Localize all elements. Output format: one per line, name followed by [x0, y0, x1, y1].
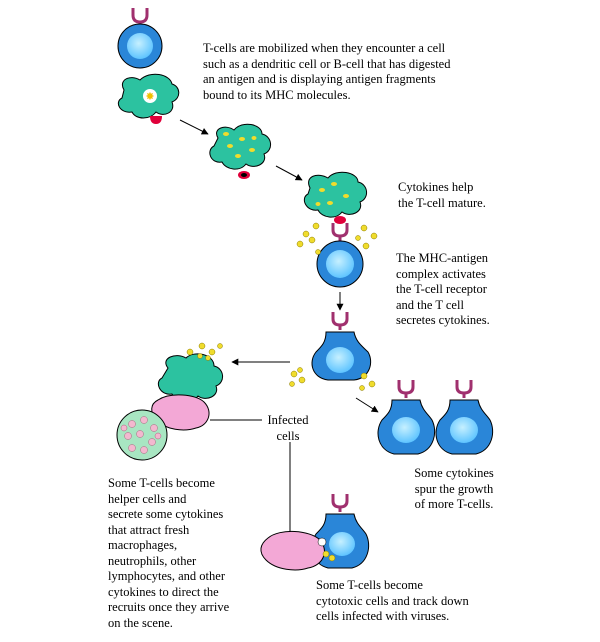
stage1-dendritic-cell: ✸	[117, 73, 180, 124]
caption-helper: Some T-cells become helper cells and sec…	[108, 476, 230, 630]
cytokines-right-cluster	[355, 224, 378, 250]
secreted-cytokines	[289, 367, 376, 391]
macrophage	[116, 409, 168, 461]
cytokines-left-cluster	[296, 222, 321, 255]
arrow-1	[179, 119, 209, 135]
arrow-2	[275, 165, 303, 181]
t-cell-receptor-icon	[131, 8, 149, 24]
activated-t-cell	[311, 312, 372, 381]
caption-cytotoxic: Some T-cells become cytotoxic cells and …	[316, 578, 469, 623]
mhc-molecule-icon	[150, 116, 162, 124]
stage3-t-cell	[316, 223, 364, 288]
caption-cytokines-help: Cytokines help the T-cell mature.	[398, 180, 486, 210]
svg-text:✸: ✸	[145, 90, 154, 103]
caption-mobilized: T-cells are mobilized when they encounte…	[203, 41, 451, 102]
new-t-cell-1	[377, 380, 436, 455]
stage3-dendritic-cell	[303, 171, 367, 224]
caption-infected-cells: Infected cells	[267, 413, 309, 443]
helper-cytokines	[186, 342, 223, 361]
helper-dendritic-cell	[157, 353, 223, 402]
caption-mhc-activates: The MHC-antigen complex activates the T-…	[396, 251, 490, 327]
arrow-to-growth	[355, 397, 379, 413]
infected-cell-cytotoxic	[260, 531, 325, 571]
stage2-dendritic-cell	[209, 123, 271, 179]
stage1-t-cell	[117, 8, 163, 69]
new-t-cell-2	[435, 380, 494, 455]
caption-growth: Some cytokines spur the growth of more T…	[414, 466, 494, 511]
cytotoxic-granules	[317, 537, 336, 562]
